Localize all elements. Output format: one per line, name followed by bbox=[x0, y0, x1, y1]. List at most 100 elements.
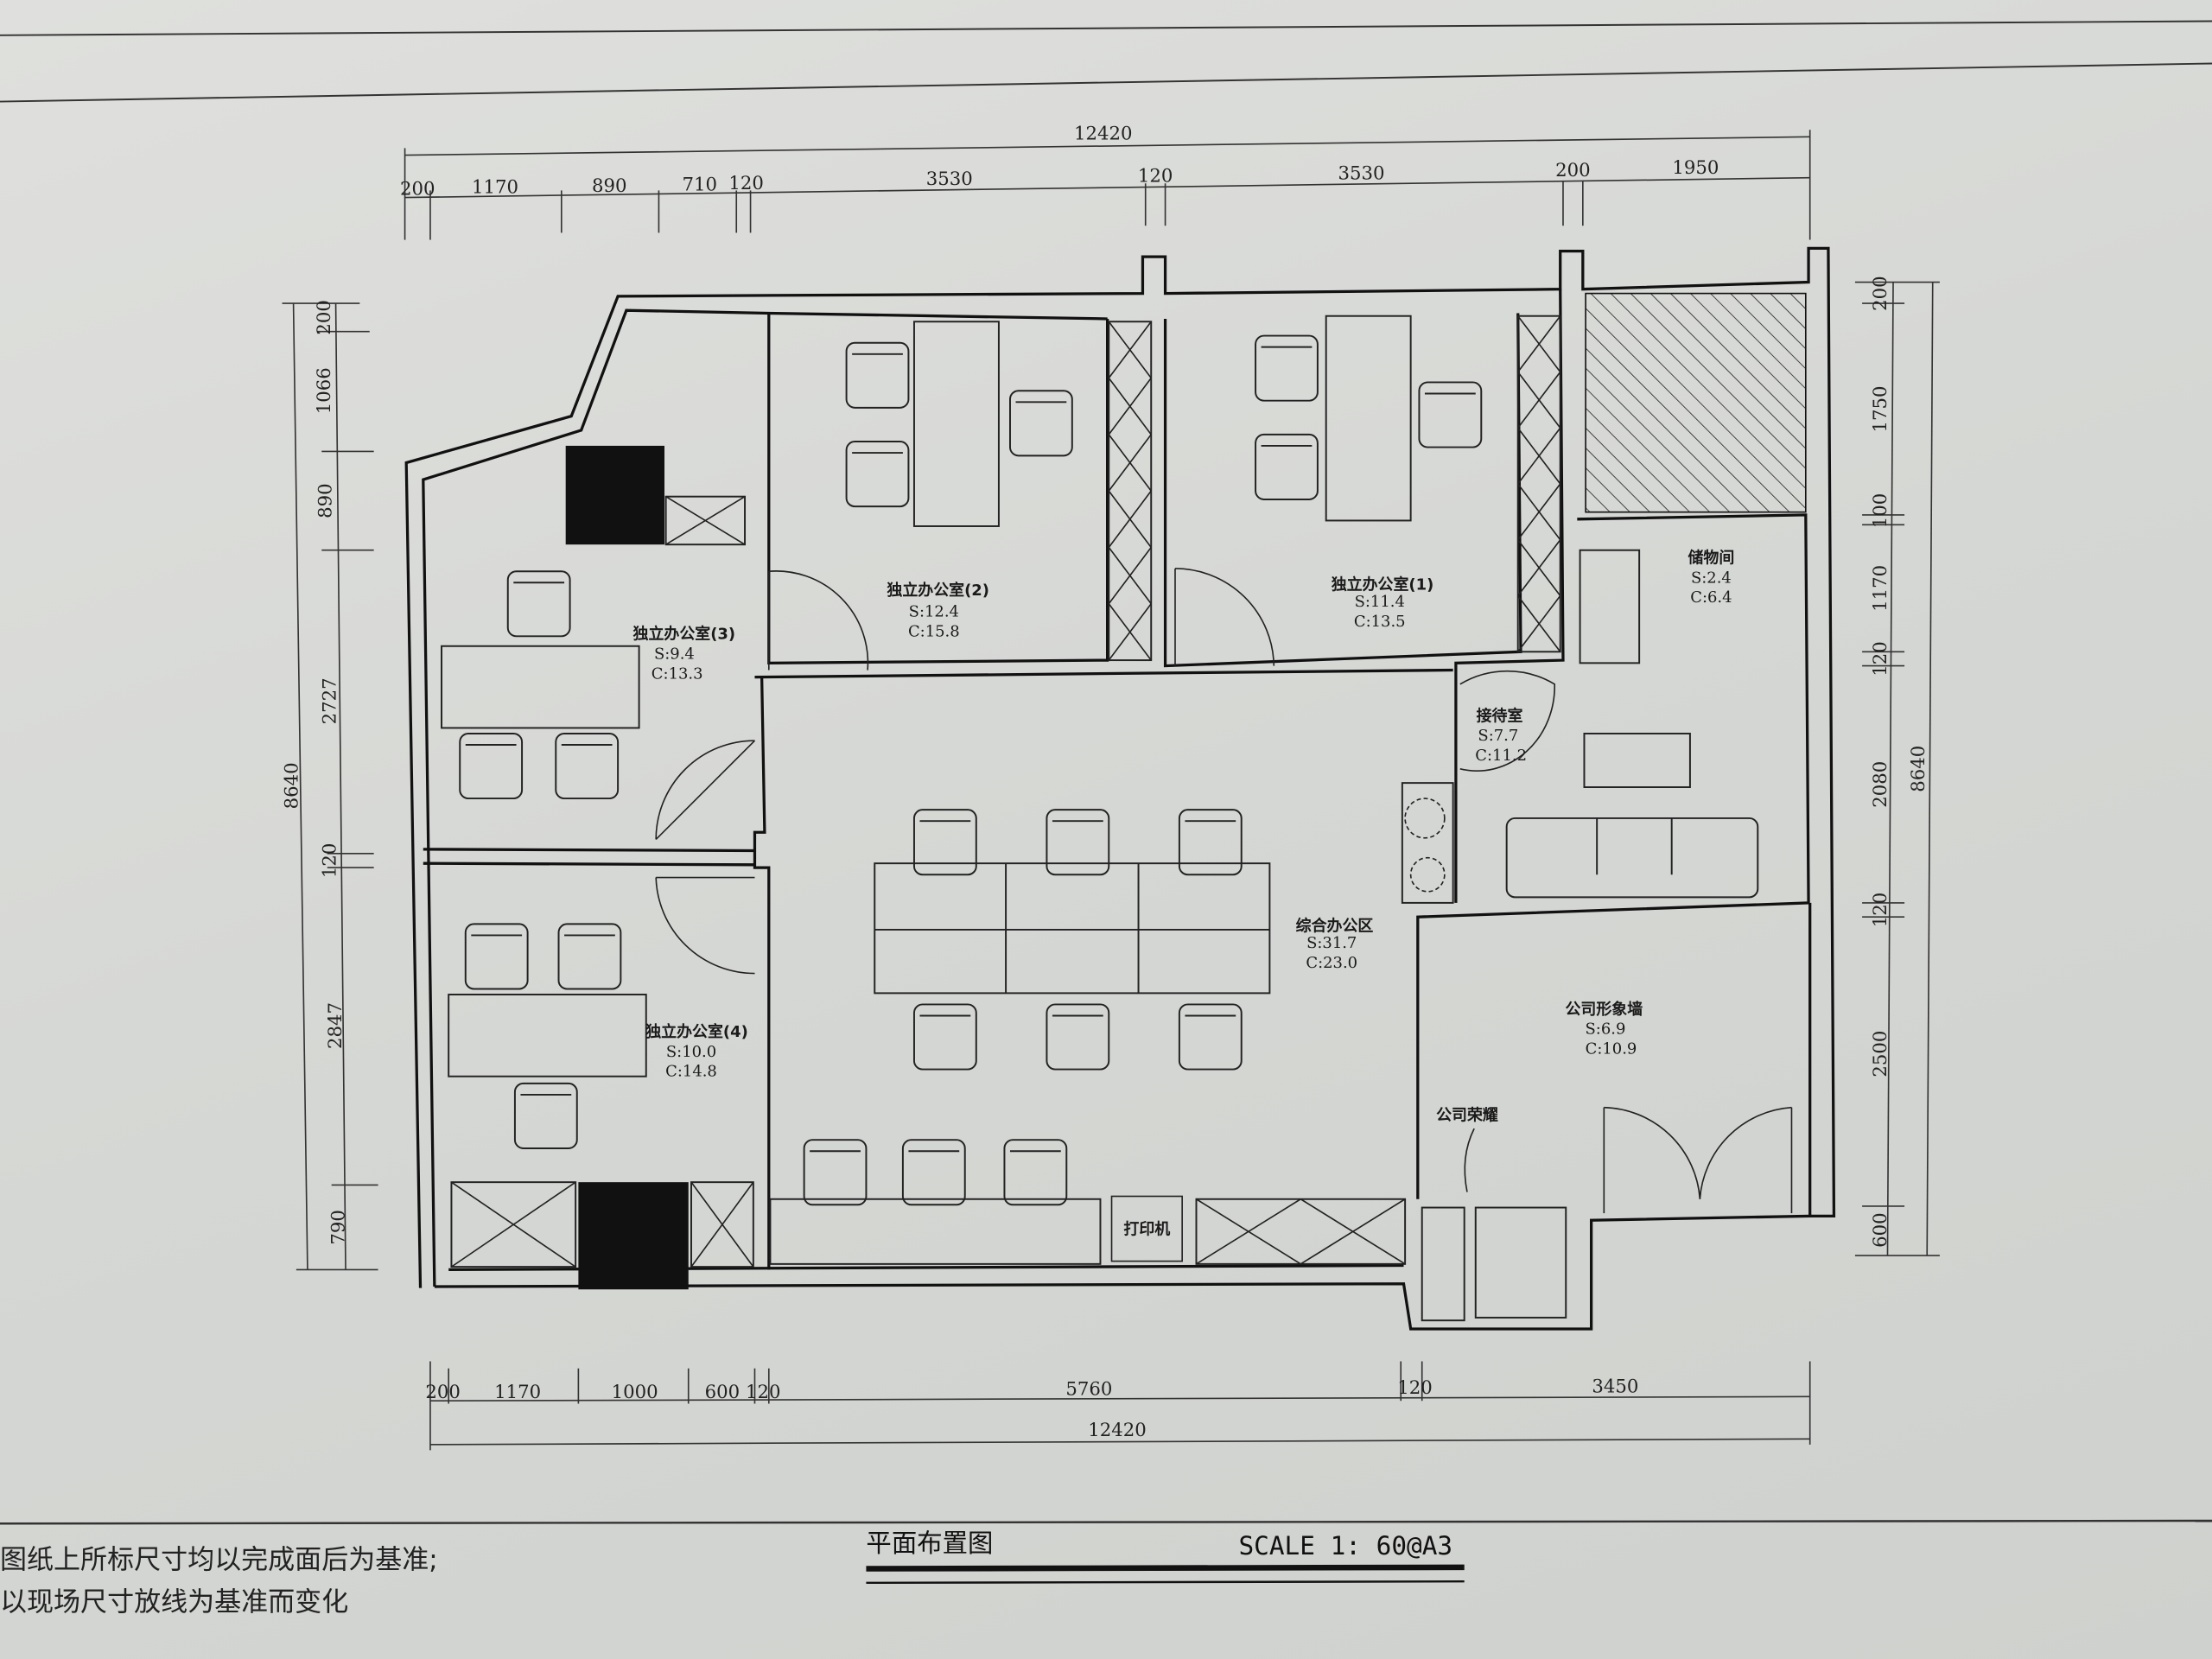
storage-cabinet bbox=[664, 495, 747, 546]
storage-cabinet bbox=[690, 1181, 754, 1268]
dim-bottom: 1000 bbox=[612, 1382, 658, 1403]
room-perimeter: C:14.8 bbox=[665, 1063, 717, 1081]
room-area: S:7.7 bbox=[1478, 727, 1518, 745]
chair bbox=[912, 809, 977, 876]
chair bbox=[1255, 334, 1319, 402]
room-image-wall: 公司形象墙 S:6.9 C:10.9 bbox=[1565, 1000, 1643, 1058]
chair bbox=[901, 1139, 966, 1206]
dim-left: 200 bbox=[314, 300, 335, 335]
cabinet-cross bbox=[1108, 490, 1152, 548]
chair bbox=[1046, 1003, 1110, 1071]
doors bbox=[655, 568, 1793, 1214]
planter bbox=[1401, 782, 1454, 904]
dim-right: 200 bbox=[1870, 276, 1891, 311]
chair-seat bbox=[845, 341, 910, 409]
storage-hatched-area bbox=[1585, 292, 1807, 513]
drawing-scale: SCALE 1: 60@A3 bbox=[1238, 1531, 1452, 1560]
chair-seat bbox=[1418, 381, 1483, 448]
room-area: S:9.4 bbox=[654, 645, 695, 663]
cabinet-cross bbox=[1517, 427, 1561, 485]
dim-top: 1950 bbox=[1672, 157, 1719, 179]
cabinet bbox=[1421, 1206, 1465, 1322]
furniture bbox=[441, 315, 1759, 1322]
chair-seat bbox=[464, 923, 529, 990]
desk bbox=[1325, 315, 1412, 522]
room-area: S:6.9 bbox=[1586, 1020, 1626, 1039]
room-perimeter: C:13.3 bbox=[652, 664, 703, 683]
sink bbox=[1579, 549, 1641, 664]
room-office-2: 独立办公室(2) S:12.4 C:15.8 bbox=[887, 581, 989, 640]
dim-bottom: 5760 bbox=[1065, 1379, 1112, 1401]
dim-bottom: 200 bbox=[425, 1382, 461, 1403]
dim-top: 710 bbox=[683, 174, 718, 195]
room-reception: 接待室 S:7.7 C:11.2 bbox=[1475, 706, 1527, 765]
dim-left-total: 8640 bbox=[281, 762, 302, 809]
note-line-1: 图纸上所标尺寸均以完成面后为基准; bbox=[0, 1545, 438, 1576]
cabinet-cross bbox=[1108, 321, 1152, 379]
dim-right: 120 bbox=[1870, 641, 1891, 677]
title-block: 图纸上所标尺寸均以完成面后为基准; 以现场尺寸放线为基准而变化 平面布置图 SC… bbox=[0, 1529, 1465, 1618]
chair-seat bbox=[901, 1139, 966, 1206]
column-block bbox=[578, 1182, 689, 1290]
cabinet-cross bbox=[1517, 539, 1561, 597]
room-office-4: 独立办公室(4) S:10.0 C:14.8 bbox=[645, 1022, 748, 1081]
chair bbox=[1418, 381, 1483, 448]
desk bbox=[912, 321, 1000, 527]
room-area: S:12.4 bbox=[909, 602, 959, 620]
cabinet-cross bbox=[1108, 603, 1152, 661]
chair bbox=[555, 733, 620, 800]
room-labels: 独立办公室(2) S:12.4 C:15.8 独立办公室(1) S:11.4 C… bbox=[633, 548, 1734, 1262]
dim-top: 3530 bbox=[926, 168, 973, 190]
cabinet bbox=[1474, 1206, 1567, 1319]
chair bbox=[1046, 809, 1110, 876]
chair-seat bbox=[1178, 1003, 1243, 1071]
dim-top: 200 bbox=[400, 178, 435, 200]
chair-seat bbox=[1178, 809, 1243, 876]
plant bbox=[1409, 856, 1446, 893]
dim-left: 790 bbox=[327, 1210, 349, 1245]
dim-top: 120 bbox=[1138, 166, 1173, 188]
cabinet-cross bbox=[1517, 595, 1561, 652]
note-line-2: 以现场尺寸放线为基准而变化 bbox=[0, 1586, 348, 1618]
chair-seat bbox=[803, 1139, 868, 1206]
room-office-1: 独立办公室(1) S:11.4 C:13.5 bbox=[1332, 575, 1434, 630]
room-name: 独立办公室(4) bbox=[645, 1022, 748, 1041]
desk bbox=[874, 862, 1271, 995]
sheet-border bbox=[0, 20, 2212, 1525]
room-office-3: 独立办公室(3) S:9.4 C:13.3 bbox=[633, 625, 736, 683]
room-name: 独立办公室(3) bbox=[633, 625, 736, 644]
room-perimeter: C:23.0 bbox=[1306, 954, 1357, 972]
dim-right: 2080 bbox=[1870, 761, 1891, 808]
chair bbox=[1255, 433, 1319, 500]
chair bbox=[557, 923, 622, 990]
dim-bottom: 600 bbox=[705, 1382, 741, 1403]
cabinet-cross bbox=[1196, 1198, 1301, 1265]
dim-left: 890 bbox=[315, 483, 337, 518]
drawing-title: 平面布置图 bbox=[866, 1529, 993, 1558]
dim-top: 1170 bbox=[472, 177, 518, 199]
dim-top: 120 bbox=[728, 173, 764, 194]
chair bbox=[513, 1082, 578, 1149]
dim-left: 2727 bbox=[320, 677, 341, 724]
chair-seat bbox=[506, 570, 571, 638]
desk bbox=[448, 994, 647, 1077]
cabinet-outline bbox=[664, 495, 747, 546]
cabinet-cross bbox=[1108, 434, 1152, 492]
storage-cabinet bbox=[450, 1181, 577, 1268]
dim-bottom-total: 12420 bbox=[1088, 1420, 1147, 1441]
dim-bottom: 120 bbox=[1397, 1377, 1433, 1399]
dim-top: 200 bbox=[1555, 160, 1591, 181]
room-perimeter: C:13.5 bbox=[1354, 613, 1406, 631]
dim-top: 3530 bbox=[1338, 162, 1385, 184]
cabinet-outline bbox=[1195, 1198, 1407, 1265]
dim-left: 120 bbox=[320, 843, 341, 879]
dimension-labels: 12420 200 1170 890 710 120 3530 120 3530… bbox=[281, 124, 1929, 1441]
room-area: S:10.0 bbox=[666, 1043, 716, 1061]
chair-seat bbox=[1009, 390, 1073, 457]
chair-seat bbox=[1046, 809, 1110, 876]
chair bbox=[912, 1003, 977, 1071]
chair bbox=[1178, 1003, 1243, 1071]
chair bbox=[1009, 390, 1073, 457]
room-name: 综合办公区 bbox=[1296, 917, 1374, 936]
chair-seat bbox=[845, 441, 910, 508]
